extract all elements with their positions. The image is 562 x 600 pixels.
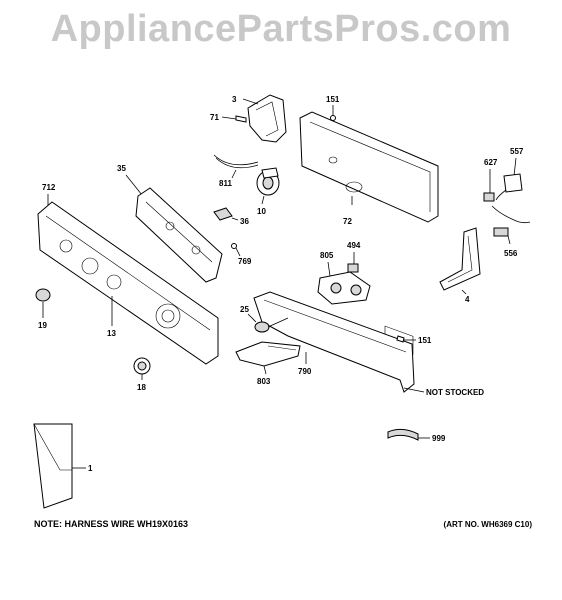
callout-151-top: 151	[326, 95, 340, 104]
part-36-clip	[213, 207, 239, 221]
part-1-literature	[33, 423, 86, 509]
callout-4: 4	[465, 295, 470, 304]
callout-999: 999	[432, 434, 446, 443]
not-stocked-label: NOT STOCKED	[426, 388, 484, 397]
callout-3: 3	[232, 95, 237, 104]
callout-36: 36	[240, 217, 249, 226]
part-4-side-bracket	[439, 227, 481, 295]
part-3-bracket	[242, 94, 287, 143]
callout-712: 712	[42, 183, 56, 192]
part-790-console-bracket	[253, 291, 415, 393]
callout-19: 19	[38, 321, 47, 330]
callout-790: 790	[298, 367, 312, 376]
part-151-screw-top	[330, 105, 336, 121]
part-71-screw	[221, 115, 247, 123]
callout-13: 13	[107, 329, 116, 338]
part-811-wire	[213, 154, 259, 179]
part-19-knob	[35, 288, 51, 318]
part-35-control-board	[125, 174, 223, 283]
callout-10: 10	[257, 207, 266, 216]
part-494-clip	[347, 252, 359, 273]
callout-803: 803	[257, 377, 271, 386]
part-627-connector	[483, 169, 495, 202]
callout-811: 811	[219, 179, 232, 188]
part-25-knob	[247, 313, 289, 333]
callout-71: 71	[210, 113, 219, 122]
part-13-control-panel	[37, 194, 219, 365]
part-769-screw	[231, 243, 241, 257]
callout-18: 18	[137, 383, 146, 392]
part-10-switch	[256, 167, 280, 205]
art-number: (ART NO. WH6369 C10)	[443, 520, 532, 529]
part-557-sensor	[495, 157, 523, 201]
callout-494: 494	[347, 241, 361, 250]
callout-556: 556	[504, 249, 518, 258]
callout-769: 769	[238, 257, 252, 266]
callout-805: 805	[320, 251, 334, 260]
callout-72: 72	[343, 217, 352, 226]
callout-627: 627	[484, 158, 498, 167]
part-803-dispenser	[235, 341, 301, 375]
part-805-valve	[317, 261, 371, 305]
part-999-harness	[387, 428, 430, 441]
part-18-knob	[133, 357, 151, 380]
not-stocked-leader	[403, 387, 425, 393]
part-151-screw-bottom	[396, 335, 416, 343]
callout-557: 557	[510, 147, 524, 156]
part-556-harness	[491, 205, 531, 245]
callout-25: 25	[240, 305, 249, 314]
callout-1: 1	[88, 464, 93, 473]
part-72-back-panel	[299, 111, 439, 355]
callout-35: 35	[117, 164, 126, 173]
site-watermark: AppliancePartsPros.com	[50, 8, 512, 50]
callout-151-bottom: 151	[418, 336, 432, 345]
harness-note: NOTE: HARNESS WIRE WH19X0163	[34, 519, 189, 529]
